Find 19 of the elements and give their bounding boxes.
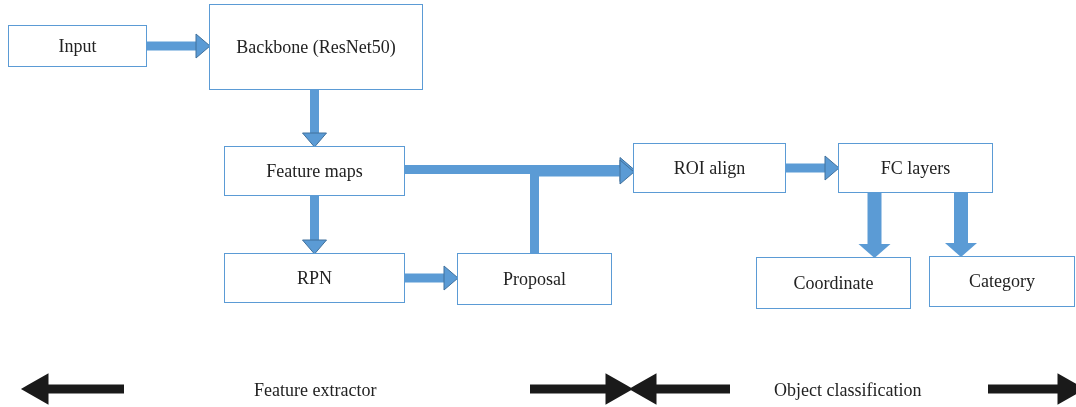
- process-box: Proposal: [457, 253, 612, 305]
- block-arrow: [302, 90, 327, 148]
- block-arrow: [147, 33, 211, 59]
- process-box: ROI align: [633, 143, 786, 193]
- process-box: RPN: [224, 253, 405, 303]
- block-arrow: [405, 265, 459, 291]
- block-arrow: [945, 193, 977, 257]
- process-box: FC layers: [838, 143, 993, 193]
- block-arrow: [858, 193, 891, 258]
- process-box: Input: [8, 25, 147, 67]
- process-box: Feature maps: [224, 146, 405, 196]
- section-label: Object classification: [774, 379, 922, 402]
- process-box: Coordinate: [756, 257, 911, 309]
- process-box: Category: [929, 256, 1075, 307]
- section-label: Feature extractor: [254, 379, 377, 402]
- block-arrow: [302, 196, 327, 255]
- block-arrow: [786, 155, 840, 181]
- process-box: Backbone (ResNet50): [209, 4, 423, 90]
- block-arrow: [530, 159, 635, 253]
